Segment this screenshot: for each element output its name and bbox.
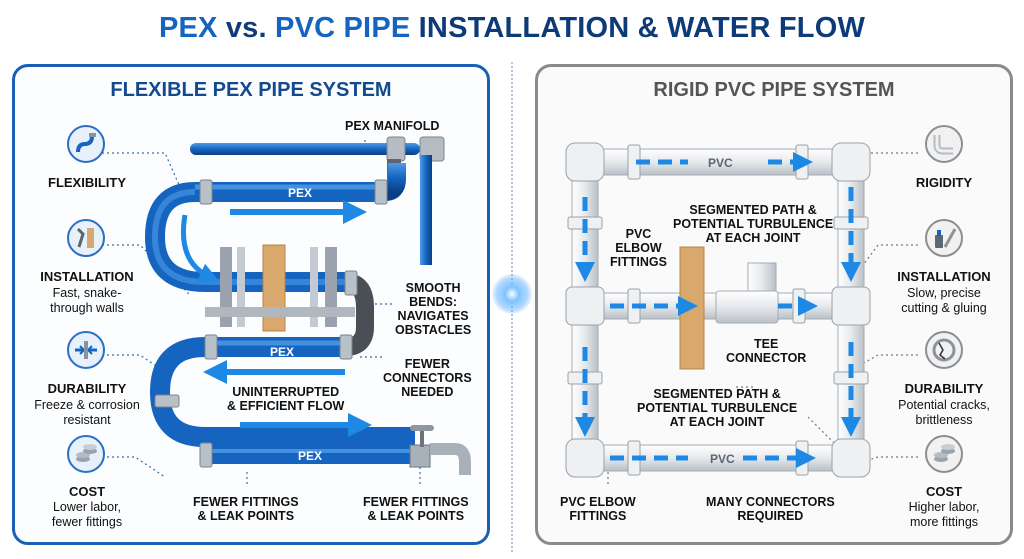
pex-panel: FLEXIBLE PEX PIPE SYSTEM <box>12 64 490 545</box>
pvc-feature-label-durability: DURABILITY <box>904 381 984 396</box>
callout-fewer-fittings-2: FEWER FITTINGS & LEAK POINTS <box>363 495 469 523</box>
callout-many-connectors: MANY CONNECTORS REQUIRED <box>706 495 835 523</box>
title-pex: PEX <box>158 12 218 44</box>
pex-diagram: PEX PEX PEX <box>87 136 471 487</box>
pex-label-2: PEX <box>270 345 294 359</box>
manifold-pipe <box>190 143 420 155</box>
callout-segmented-path-1: SEGMENTED PATH & POTENTIAL TURBULENCE AT… <box>673 203 834 245</box>
callout-fewer-fittings-1: FEWER FITTINGS & LEAK POINTS <box>193 495 299 523</box>
center-glow <box>492 274 532 314</box>
pex-feature-label-cost: COST <box>68 484 106 499</box>
pvc-feature-desc-installation: Slow, precise cutting & gluing <box>901 286 987 315</box>
callout-pvc-elbow-fittings-bottom: PVC ELBOW FITTINGS <box>560 495 636 523</box>
pvc-panel: RIGID PVC PIPE SYSTEM <box>535 64 1013 545</box>
callout-pex-manifold: PEX MANIFOLD <box>345 119 440 133</box>
callout-fewer-connectors: FEWER CONNECTORS NEEDED <box>383 357 472 399</box>
coins-icon <box>67 435 105 473</box>
pvc-label-2: PVC <box>710 452 735 466</box>
cracked-pipe-icon <box>925 331 963 369</box>
pvc-label-1: PVC <box>708 156 733 170</box>
pex-feature-label-durability: DURABILITY <box>47 381 127 396</box>
pex-label-3: PEX <box>298 449 322 463</box>
title-rest: INSTALLATION & WATER FLOW <box>410 12 866 44</box>
pex-feature-desc-cost: Lower labor, fewer fittings <box>51 500 123 529</box>
title-vs: vs. <box>217 12 276 44</box>
pex-feature-desc-installation: Fast, snake- through walls <box>50 286 124 315</box>
glue-saw-icon <box>925 219 963 257</box>
pvc-feature-label-cost: COST <box>925 484 963 499</box>
callout-pvc-elbow-fittings-mid: PVC ELBOW FITTINGS <box>610 227 667 269</box>
pex-feature-label-flexibility: FLEXIBILITY <box>48 175 126 190</box>
pvc-elbow-icon <box>925 125 963 163</box>
pvc-feature-desc-durability: Potential cracks, brittleness <box>898 398 990 427</box>
callout-tee-connector: TEE CONNECTOR <box>726 337 807 365</box>
pvc-diagram: PVC PVC <box>565 142 918 485</box>
pex-panel-title: FLEXIBLE PEX PIPE SYSTEM <box>110 79 392 101</box>
flexible-pipe-icon <box>67 125 105 163</box>
coins-icon <box>925 435 963 473</box>
pex-feature-desc-durability: Freeze & corrosion resistant <box>34 398 140 427</box>
pex-feature-label-installation: INSTALLATION <box>40 269 134 284</box>
pvc-feature-desc-cost: Higher labor, more fittings <box>908 500 980 529</box>
pvc-feature-label-rigidity: RIGIDITY <box>915 175 973 190</box>
wrench-icon <box>67 219 105 257</box>
page-title: PEX vs. PVC PIPE INSTALLATION & WATER FL… <box>0 12 1024 45</box>
compress-arrows-icon <box>67 331 105 369</box>
pex-label-1: PEX <box>288 186 312 200</box>
callout-segmented-path-2: SEGMENTED PATH & POTENTIAL TURBULENCE AT… <box>637 387 798 429</box>
title-pvc: PVC PIPE <box>275 12 411 44</box>
callout-uninterrupted-flow: UNINTERRUPTED & EFFICIENT FLOW <box>227 385 345 413</box>
callout-smooth-bends: SMOOTH BENDS: NAVIGATES OBSTACLES <box>395 281 472 337</box>
pvc-panel-title: RIGID PVC PIPE SYSTEM <box>653 79 895 101</box>
pvc-feature-label-installation: INSTALLATION <box>897 269 991 284</box>
